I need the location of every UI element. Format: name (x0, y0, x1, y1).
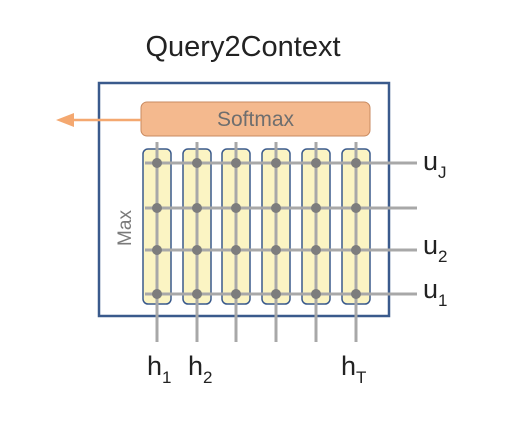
grid-node (311, 289, 321, 299)
row-label-u1: u1 (423, 274, 448, 310)
grid-node (192, 158, 202, 168)
svg-text:hT: hT (341, 351, 366, 387)
grid-node (311, 158, 321, 168)
column-lines (155, 142, 358, 342)
column-label-h1-sub: 1 (162, 368, 171, 387)
grid-node (271, 245, 281, 255)
grid-node (351, 203, 361, 213)
softmax-label: Softmax (217, 108, 295, 131)
grid-node (192, 289, 202, 299)
svg-text:h1: h1 (147, 351, 172, 387)
column-label-hT-sub: T (356, 368, 366, 387)
grid-node (152, 158, 162, 168)
arrow-head-icon (56, 113, 74, 127)
row-label-u1-sub: 1 (438, 291, 447, 310)
grid-node (351, 245, 361, 255)
svg-text:uJ: uJ (423, 146, 447, 182)
svg-text:u2: u2 (423, 230, 448, 266)
grid-node (152, 245, 162, 255)
grid-node (351, 158, 361, 168)
grid-node (271, 289, 281, 299)
row-label-uJ-base: u (423, 146, 438, 176)
row-label-u1-base: u (423, 274, 438, 304)
grid-node (311, 203, 321, 213)
column-label-h1: h1 (147, 351, 172, 387)
row-label-uJ-sub: J (438, 163, 447, 182)
column-label-hT: hT (341, 351, 366, 387)
row-label-uJ: uJ (423, 146, 447, 182)
diagram-title: Query2Context (145, 31, 340, 63)
grid-node (271, 203, 281, 213)
output-arrow (56, 113, 141, 127)
grid-node (231, 203, 241, 213)
grid-node (152, 289, 162, 299)
column-label-h2-base: h (188, 351, 203, 381)
row-label-u2: u2 (423, 230, 448, 266)
column-label-hT-base: h (341, 351, 356, 381)
row-label-u2-base: u (423, 230, 438, 260)
grid-node (231, 158, 241, 168)
grid-node (351, 289, 361, 299)
grid-node (271, 158, 281, 168)
column-label-h2: h2 (188, 351, 213, 387)
column-label-h1-base: h (147, 351, 162, 381)
svg-text:u1: u1 (423, 274, 448, 310)
row-label-u2-sub: 2 (438, 247, 447, 266)
grid-node (192, 203, 202, 213)
grid-node (152, 203, 162, 213)
max-label: Max (115, 210, 136, 246)
column-label-h2-sub: 2 (203, 368, 212, 387)
grid-node (311, 245, 321, 255)
grid-node (231, 289, 241, 299)
grid-node (192, 245, 202, 255)
svg-text:h2: h2 (188, 351, 213, 387)
grid-nodes (152, 158, 361, 299)
grid-node (231, 245, 241, 255)
